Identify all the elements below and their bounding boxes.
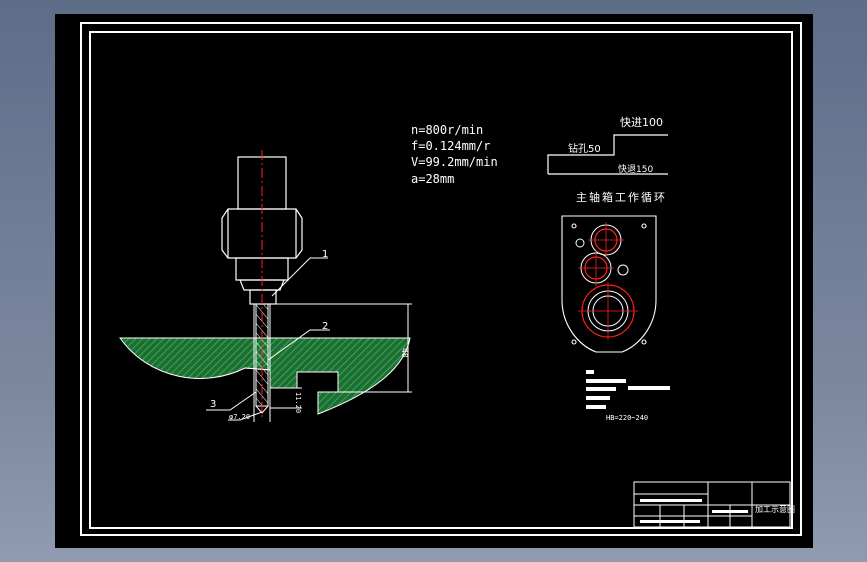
drawing-sheet[interactable] [55,14,813,548]
title-block [633,481,791,528]
callout-leaders [206,257,330,421]
callout-2-label: 2 [322,321,328,332]
cycle-title: 主轴箱工作循环 [576,190,667,204]
spindle-speed-text: n=800r/min [411,123,483,137]
outer-border-frame [80,22,802,536]
cutting-parameters: n=800r/min f=0.124mm/r V=99.2mm/min a=28… [411,123,498,186]
callout-3-label: 3 [210,399,216,410]
spindle-box-layout [561,215,657,353]
technical-notes [586,370,670,409]
feed-rate-text: f=0.124mm/r [411,139,490,153]
fast-forward-label: 快进100 [620,116,663,129]
offset-dimension [270,387,302,409]
work-cycle-diagram [547,134,668,175]
hardness-note: HB=220~240 [606,414,648,422]
callout-1-label: 1 [322,249,328,260]
offset-dimension-text: 11.20 [294,392,302,413]
depth-dimension-text: 48 [400,348,409,358]
drill-bit [253,303,271,422]
spindle-bores [575,222,638,340]
drill-label: 钻孔50 [568,142,601,155]
diameter-label: φ7.20 [229,413,250,421]
fast-return-label: 快退150 [618,163,653,175]
depth-of-cut-text: a=28mm [411,172,454,186]
depth-dimension [270,303,412,393]
inner-border-frame [89,31,793,529]
drawing-name: 加工示意图 [755,504,795,514]
title-block-small-text [640,499,748,523]
cutting-speed-text: V=99.2mm/min [411,155,498,169]
